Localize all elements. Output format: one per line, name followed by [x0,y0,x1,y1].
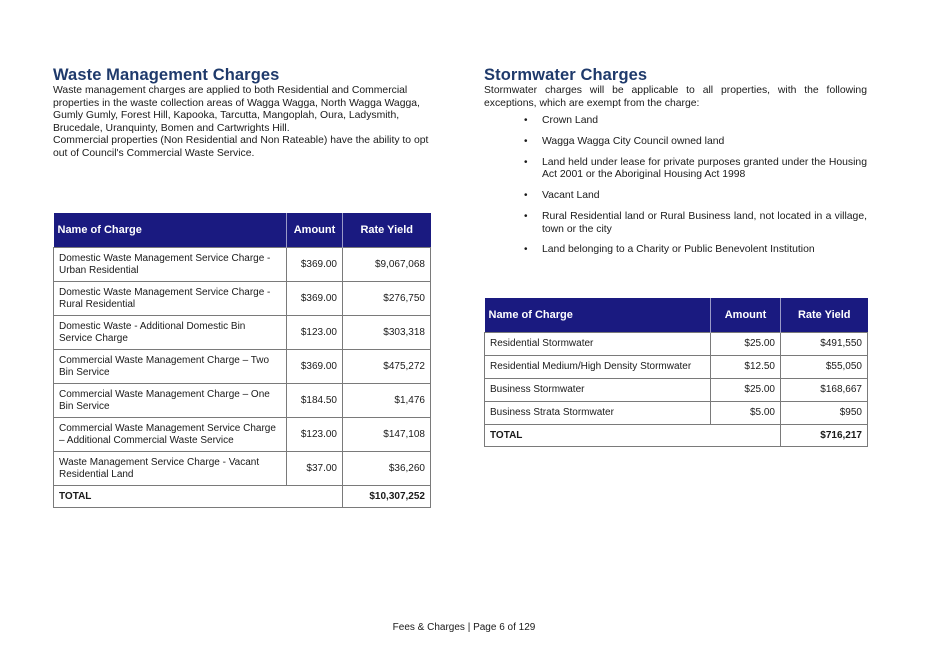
list-item: • Rural Residential land or Rural Busines… [522,211,867,236]
stormwater-intro-paragraph: Stormwater charges will be applicable to… [484,85,867,109]
charge-name: Domestic Waste Management Service Charge… [53,247,287,282]
total-label: TOTAL [484,424,781,447]
charge-amount: $123.00 [286,315,343,350]
list-item: • Land belonging to a Charity or Public B… [522,244,867,257]
table-header-row: Name of Charge Amount Rate Yield [53,213,431,248]
list-item: • Crown Land [522,115,867,128]
exemption-text: Rural Residential land or Rural Business… [542,210,867,235]
bullet-icon: • [524,244,528,256]
charge-name: Business Strata Stormwater [484,401,711,425]
table-total-row: TOTAL $10,307,252 [53,485,431,508]
table-row: Waste Management Service Charge - Vacant… [53,451,431,486]
waste-charges-table: Name of Charge Amount Rate Yield Domesti… [53,213,431,508]
charge-rate-yield: $55,050 [780,355,868,379]
charge-rate-yield: $491,550 [780,332,868,356]
charge-amount: $184.50 [286,383,343,418]
charge-rate-yield: $276,750 [342,281,431,316]
list-item: • Vacant Land [522,190,867,203]
bullet-icon: • [524,135,528,147]
table-row: Residential Stormwater $25.00 $491,550 [484,332,868,356]
charge-name: Commercial Waste Management Charge – Two… [53,349,287,384]
header-amount: Amount [710,298,781,333]
charge-amount: $37.00 [286,451,343,486]
bullet-icon: • [524,190,528,202]
exemption-text: Crown Land [542,115,599,127]
exemptions-list: • Crown Land • Wagga Wagga City Council ow… [484,115,867,257]
table-row: Commercial Waste Management Service Char… [53,417,431,452]
table-row: Commercial Waste Management Charge – One… [53,383,431,418]
page-footer: Fees & Charges | Page 6 of 129 [392,622,536,633]
stormwater-section: Stormwater Charges Stormwater charges wi… [484,66,867,265]
charge-name: Domestic Waste Management Service Charge… [53,281,287,316]
charge-amount: $123.00 [286,417,343,452]
charge-name: Waste Management Service Charge - Vacant… [53,451,287,486]
exemption-text: Wagga Wagga City Council owned land [542,135,725,147]
table-row: Domestic Waste - Additional Domestic Bin… [53,315,431,350]
stormwater-section-title: Stormwater Charges [484,66,648,84]
header-rate-yield: Rate Yield [780,298,868,333]
charge-rate-yield: $9,067,068 [342,247,431,282]
charge-amount: $369.00 [286,247,343,282]
waste-opt-out-paragraph: Commercial properties (Non Residential a… [53,135,429,159]
charge-name: Commercial Waste Management Service Char… [53,417,287,452]
table-row: Domestic Waste Management Service Charge… [53,247,431,282]
header-name-of-charge: Name of Charge [484,298,711,333]
charge-name: Residential Stormwater [484,332,711,356]
table-row: Business Strata Stormwater $5.00 $950 [484,401,868,425]
table-total-row: TOTAL $716,217 [484,424,868,447]
charge-amount: $12.50 [710,355,781,379]
list-item: • Land held under lease for private purpo… [522,157,867,182]
charge-amount: $369.00 [286,281,343,316]
stormwater-charges-table: Name of Charge Amount Rate Yield Residen… [484,298,868,447]
total-rate-yield: $10,307,252 [342,485,431,508]
waste-section: Waste Management Charges Waste managemen… [53,66,430,161]
charge-rate-yield: $475,272 [342,349,431,384]
table-row: Business Stormwater $25.00 $168,667 [484,378,868,402]
table-row: Residential Medium/High Density Stormwat… [484,355,868,379]
charge-rate-yield: $950 [780,401,868,425]
table-row: Domestic Waste Management Service Charge… [53,281,431,316]
charge-rate-yield: $1,476 [342,383,431,418]
table-row: Commercial Waste Management Charge – Two… [53,349,431,384]
charge-name: Commercial Waste Management Charge – One… [53,383,287,418]
total-rate-yield: $716,217 [780,424,868,447]
bullet-icon: • [524,210,528,222]
waste-section-title: Waste Management Charges [53,66,280,84]
header-rate-yield: Rate Yield [342,213,431,248]
exemption-text: Vacant Land [542,190,600,202]
list-item: • Wagga Wagga City Council owned land [522,136,867,149]
charge-amount: $369.00 [286,349,343,384]
charge-rate-yield: $147,108 [342,417,431,452]
charge-name: Domestic Waste - Additional Domestic Bin… [53,315,287,350]
charge-amount: $25.00 [710,378,781,402]
charge-name: Residential Medium/High Density Stormwat… [484,355,711,379]
charge-rate-yield: $168,667 [780,378,868,402]
header-amount: Amount [286,213,343,248]
total-label: TOTAL [53,485,343,508]
exemption-text: Land held under lease for private purpos… [542,156,867,181]
header-name-of-charge: Name of Charge [53,213,287,248]
exemption-text: Land belonging to a Charity or Public Be… [542,244,815,256]
charge-rate-yield: $303,318 [342,315,431,350]
charge-rate-yield: $36,260 [342,451,431,486]
charge-name: Business Stormwater [484,378,711,402]
charge-amount: $5.00 [710,401,781,425]
bullet-icon: • [524,115,528,127]
charge-amount: $25.00 [710,332,781,356]
bullet-icon: • [524,156,528,168]
table-header-row: Name of Charge Amount Rate Yield [484,298,868,333]
waste-intro-paragraph: Waste management charges are applied to … [53,85,420,134]
